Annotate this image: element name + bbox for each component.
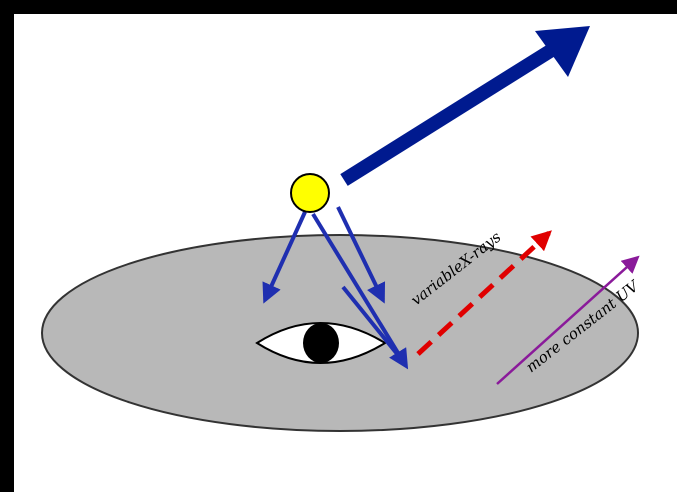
source-star	[290, 173, 330, 213]
jet-arrow-shaft	[340, 42, 559, 186]
jet-arrow-head	[535, 26, 590, 77]
irradiation-arrow-right	[336, 206, 386, 304]
uv-arrow	[496, 255, 640, 385]
xray-arrow	[416, 230, 552, 356]
irradiation-arrow-lower	[341, 285, 404, 362]
irradiation-arrow-center	[311, 212, 409, 370]
irradiation-arrow-left	[262, 211, 307, 304]
central-object	[303, 323, 339, 363]
